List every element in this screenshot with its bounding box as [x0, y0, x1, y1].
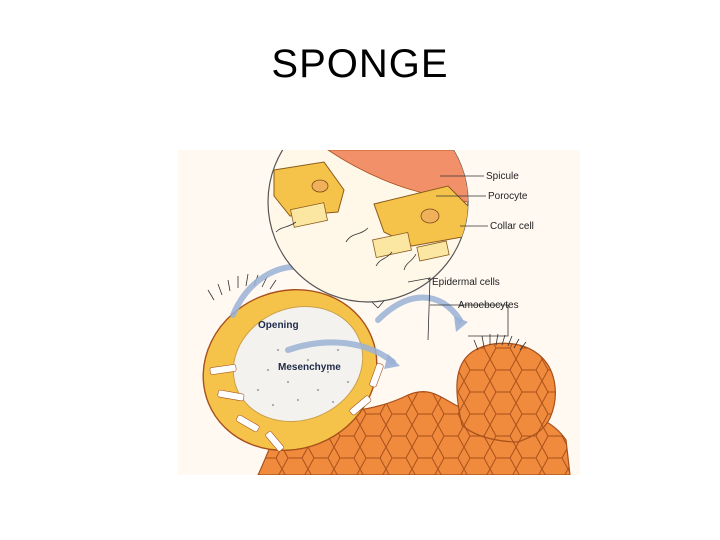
label-opening: Opening: [258, 320, 299, 331]
sponge-bud: [457, 343, 555, 442]
label-collar-cell: Collar cell: [490, 221, 534, 232]
label-mesenchyme: Mesenchyme: [278, 362, 341, 373]
slide-title: SPONGE: [0, 42, 720, 87]
label-amoebocytes: Amoebocytes: [458, 300, 519, 311]
label-spicule: Spicule: [486, 171, 519, 182]
label-epidermal-cells: Epidermal cells: [432, 277, 500, 288]
label-porocyte: Porocyte: [488, 191, 528, 202]
sponge-diagram: Spicule Porocyte Collar cell Epidermal c…: [178, 150, 580, 475]
